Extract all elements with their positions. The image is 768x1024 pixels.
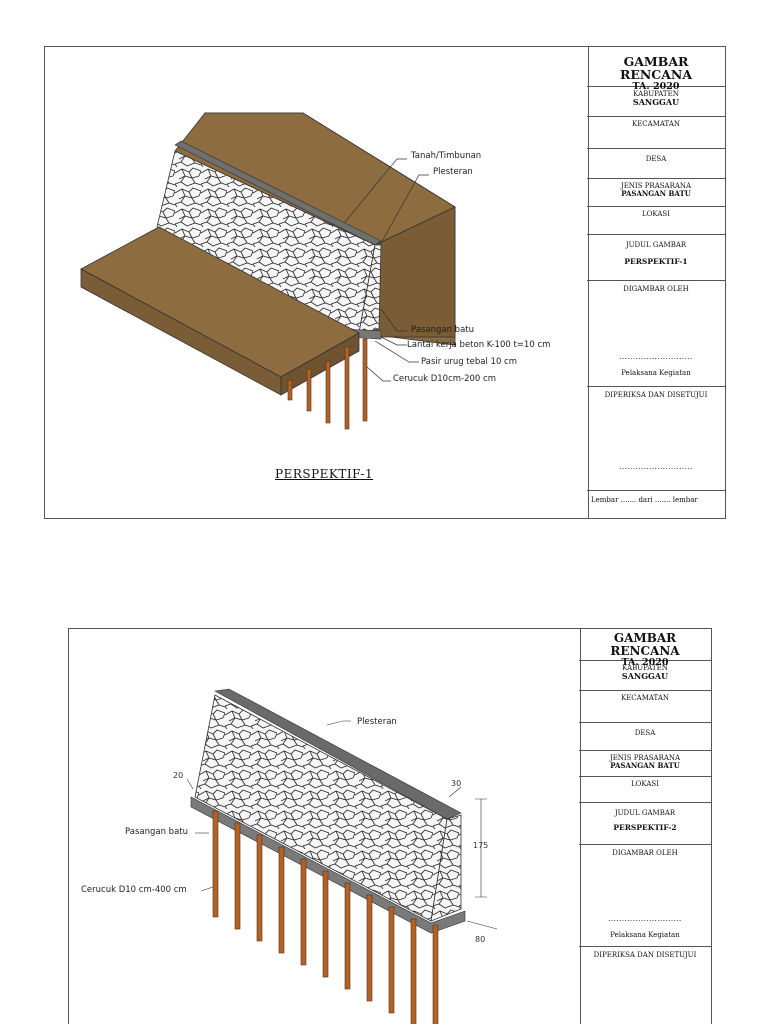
tb2-title: GAMBAR RENCANA xyxy=(610,631,680,658)
lokasi-label-2: LOKASI xyxy=(631,780,659,788)
pile-group-2 xyxy=(212,810,439,1024)
jenis-label: JENIS PRASARANA xyxy=(620,182,692,190)
kecamatan-label: KECAMATAN xyxy=(631,120,681,128)
callout-pasangan-batu: Pasangan batu xyxy=(411,325,474,335)
kabupaten-value: SANGGAU xyxy=(632,97,680,108)
digambar-label-2: DIGAMBAR OLEH xyxy=(612,849,678,857)
approval-line: ........................... xyxy=(619,463,693,471)
tb2-digambar: DIGAMBAR OLEH ..........................… xyxy=(579,845,711,947)
tb2-desa: DESA xyxy=(579,723,711,751)
tb-title: GAMBAR RENCANA xyxy=(619,54,693,83)
tb2-lokasi: LOKASI xyxy=(579,777,711,803)
callout-pasangan-batu-2: Pasangan batu xyxy=(125,827,188,837)
signature-line-2: ........................... xyxy=(608,915,682,923)
jenis-value: PASANGAN BATU xyxy=(621,189,691,199)
tb2-year: TA. 2020 xyxy=(621,657,669,669)
jenis-label-2: JENIS PRASARANA xyxy=(609,754,681,762)
judul-label: JUDUL GAMBAR xyxy=(625,241,687,249)
kabupaten-label-2: KABUPATEN xyxy=(622,664,668,672)
tb2-jenis: JENIS PRASARANA PASANGAN BATU xyxy=(579,751,711,777)
dim-top-right: 30 xyxy=(451,779,462,788)
drawing-sheet-2: Plesteran Pasangan batu Cerucuk D10 cm-4… xyxy=(68,628,712,1024)
tb-jenis: JENIS PRASARANA PASANGAN BATU xyxy=(587,179,725,207)
digambar-label: DIGAMBAR OLEH xyxy=(623,285,689,293)
title-block-2: GAMBAR RENCANA TA. 2020 KABUPATEN SANGGA… xyxy=(579,629,711,1024)
perspective-2-illustration xyxy=(186,688,498,1024)
pelaksana-label: Pelaksana Kegiatan xyxy=(621,369,691,377)
tb-kecamatan: KECAMATAN xyxy=(587,117,725,149)
tb-diperiksa: DIPERIKSA DAN DISETUJUI ................… xyxy=(587,387,725,491)
pile-group-1 xyxy=(287,338,368,430)
callout-pasir-urug: Pasir urug tebal 10 cm xyxy=(421,357,518,367)
callout-tanah: Tanah/Timbunan xyxy=(411,151,482,161)
tb-desa: DESA xyxy=(587,149,725,179)
pelaksana-label-2: Pelaksana Kegiatan xyxy=(610,931,680,939)
tb2-diperiksa: DIPERIKSA DAN DISETUJUI xyxy=(579,947,711,1024)
callout-lantai-kerja: Lantai kerja beton K-100 t=10 cm xyxy=(407,340,551,350)
kabupaten-label: KABUPATEN xyxy=(633,90,679,98)
dim-top-left: 20 xyxy=(173,771,184,780)
tb-kabupaten: KABUPATEN SANGGAU xyxy=(587,87,725,117)
tb-judul: JUDUL GAMBAR PERSPEKTIF-1 xyxy=(587,235,725,281)
perspective-1-illustration xyxy=(80,112,456,430)
tb-year: TA. 2020 xyxy=(632,81,680,93)
callout-plesteran-2: Plesteran xyxy=(357,717,397,727)
callout-cerucuk-2: Cerucuk D10 cm-400 cm xyxy=(81,885,187,895)
tb2-kecamatan: KECAMATAN xyxy=(579,691,711,723)
callout-plesteran: Plesteran xyxy=(433,167,473,177)
dim-height: 175 xyxy=(473,841,489,850)
tb-lokasi: LOKASI xyxy=(587,207,725,235)
lokasi-label: LOKASI xyxy=(642,210,670,218)
drawing-caption-1: PERSPEKTIF-1 xyxy=(275,467,374,481)
judul-label-2: JUDUL GAMBAR xyxy=(614,809,676,817)
dim-base: 80 xyxy=(475,935,486,944)
desa-label-2: DESA xyxy=(634,729,656,737)
drawing-area-1: Tanah/Timbunan Plesteran Pasangan batu L… xyxy=(45,47,589,518)
tb2-judul: JUDUL GAMBAR PERSPEKTIF-2 xyxy=(579,803,711,845)
signature-line: ........................... xyxy=(619,353,693,361)
drawing-sheet-1: Tanah/Timbunan Plesteran Pasangan batu L… xyxy=(44,46,726,519)
tb-digambar: DIGAMBAR OLEH ..........................… xyxy=(587,281,725,387)
tb2-kabupaten: KABUPATEN SANGGAU xyxy=(579,661,711,691)
tb2-header: GAMBAR RENCANA TA. 2020 xyxy=(579,629,711,668)
tb-footer: Lembar ....... dari ....... lembar xyxy=(591,496,698,504)
callout-cerucuk: Cerucuk D10cm-200 cm xyxy=(393,374,496,384)
drawing-area-2: Plesteran Pasangan batu Cerucuk D10 cm-4… xyxy=(69,629,581,1024)
desa-label: DESA xyxy=(645,155,667,163)
tb-header: GAMBAR RENCANA TA. 2020 xyxy=(587,47,725,92)
diperiksa-label-2: DIPERIKSA DAN DISETUJUI xyxy=(593,951,697,959)
judul-value: PERSPEKTIF-1 xyxy=(624,257,688,267)
kabupaten-value-2: SANGGAU xyxy=(621,671,669,682)
jenis-value-2: PASANGAN BATU xyxy=(610,761,680,771)
kecamatan-label-2: KECAMATAN xyxy=(620,694,670,702)
diperiksa-label: DIPERIKSA DAN DISETUJUI xyxy=(604,391,708,399)
judul-value-2: PERSPEKTIF-2 xyxy=(613,823,677,833)
title-block-1: GAMBAR RENCANA TA. 2020 KABUPATEN SANGGA… xyxy=(587,47,725,518)
